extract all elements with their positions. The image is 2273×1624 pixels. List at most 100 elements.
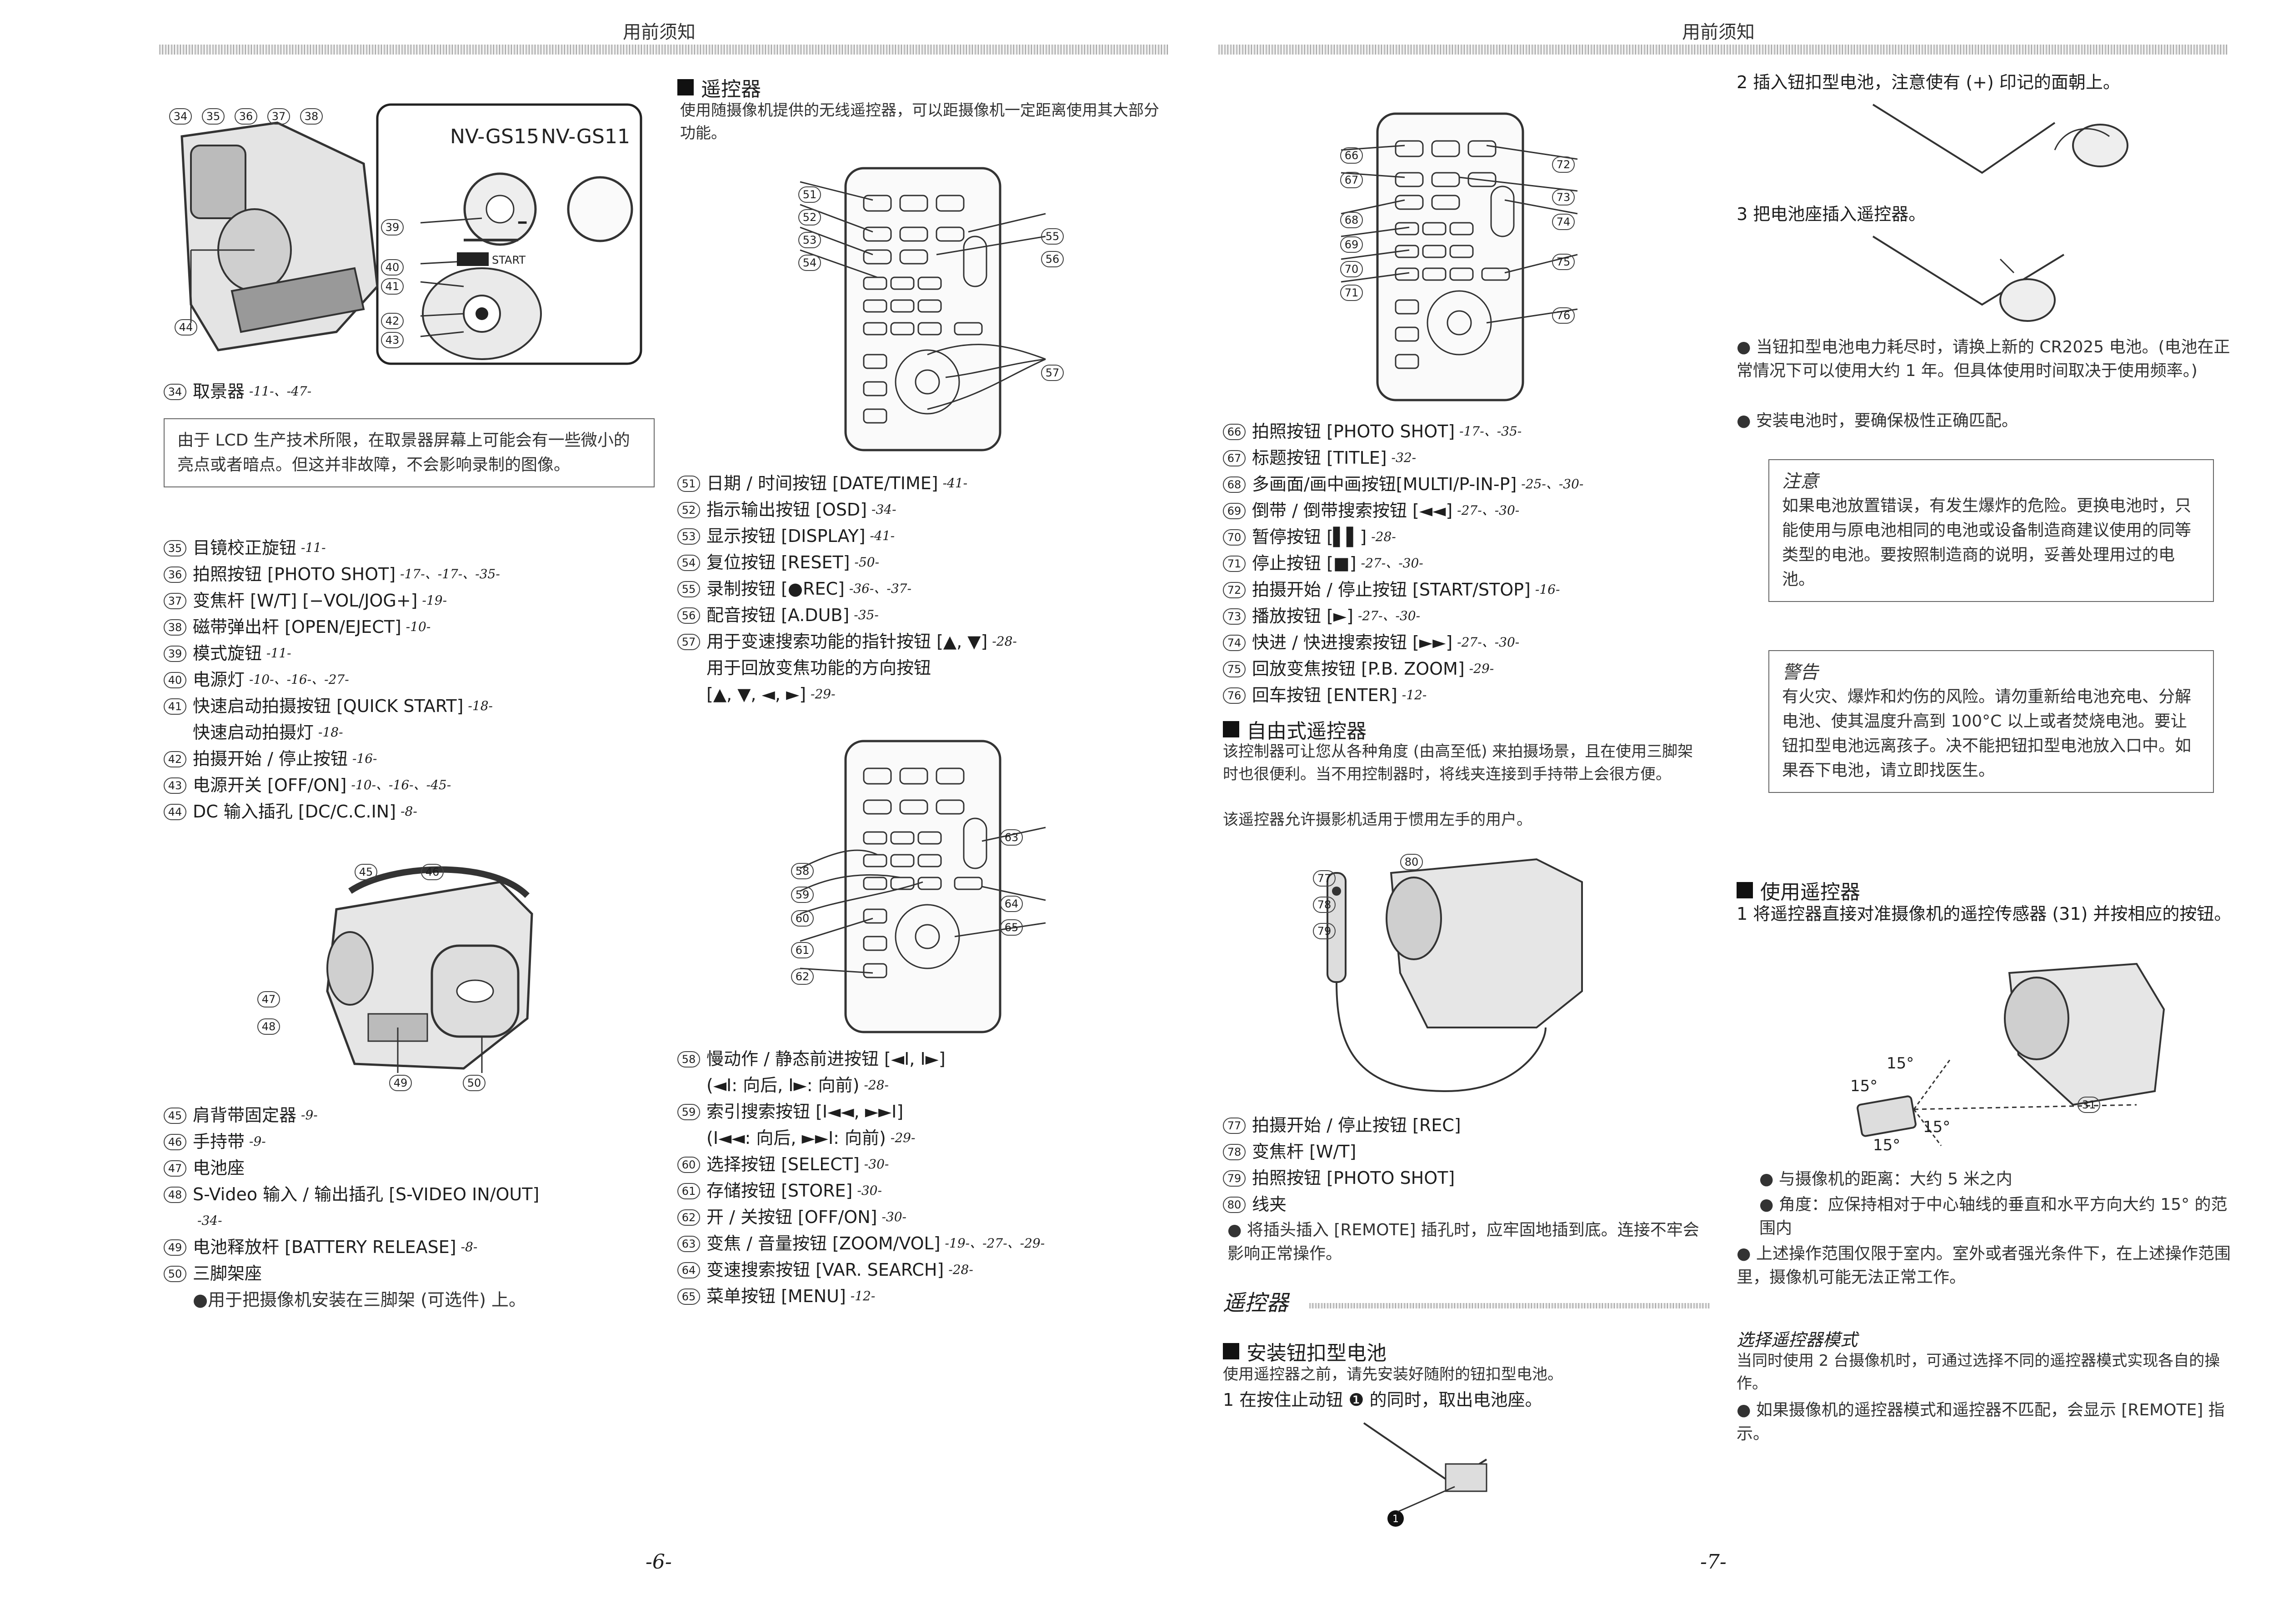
install-step-3: 3 把电池座插入遥控器。: [1737, 204, 1926, 224]
section-free-remote-title: 自由式遥控器: [1223, 715, 1367, 744]
angle-label: 15°: [1850, 1077, 1877, 1095]
callout: 67: [1340, 172, 1363, 188]
callout: 43: [381, 332, 404, 348]
section-remote-title: 遥控器: [677, 73, 761, 102]
list-item-sub: 快速启动拍摄灯-18-: [193, 722, 343, 742]
callout: 60: [791, 910, 814, 927]
camera-top-diagram: ━ NV-GS15 NV-GS11 START: [180, 103, 642, 365]
angle-label: 15°: [1923, 1118, 1950, 1136]
page-number-right: -7-: [1700, 1550, 1727, 1574]
callout: 51: [798, 186, 821, 203]
callout: 35: [202, 108, 225, 125]
warning-title: 警告: [1782, 662, 1818, 683]
callout: 72: [1552, 156, 1575, 173]
callout: 74: [1552, 214, 1575, 230]
list-item-sub: 用于回放变焦功能的方向按钮: [706, 658, 931, 678]
callout: 66: [1340, 147, 1363, 164]
callout: 48: [257, 1018, 280, 1035]
callout: 77: [1313, 870, 1336, 887]
callout: 59: [791, 887, 814, 903]
callout: 65: [1000, 919, 1023, 936]
free-remote-bullet: ● 将插头插入 [REMOTE] 插孔时，应牢固地插到底。连接不牢会影响正常操作…: [1227, 1221, 1699, 1263]
install-bullet-2: ● 安装电池时，要确保极性正确匹配。: [1737, 411, 2018, 430]
callout: 49: [389, 1075, 412, 1091]
remote-heading: 遥控器: [1223, 1290, 1289, 1316]
battery-insert-diagram: [1872, 104, 2128, 174]
callout: 47: [257, 991, 280, 1007]
callout: 38: [300, 108, 323, 125]
warning-box: 警告 有火灾、爆炸和灼伤的风险。请勿重新给电池充电、分解电池、使其温度升高到 1…: [1768, 650, 2214, 793]
header-bar-right: [1218, 45, 2228, 55]
callout: 62: [791, 968, 814, 985]
free-remote-para: 该控制器可让您从各种角度 (由高至低) 来拍摄场景，且在使用三脚架时也很便利。当…: [1223, 742, 1693, 783]
install-step-1: 1 在按住止动钮 ❶ 的同时，取出电池座。: [1223, 1390, 1542, 1410]
callout: 79: [1313, 923, 1336, 939]
install-step-2: 2 插入钮扣型电池，注意使有 (+) 印记的面朝上。: [1737, 72, 2120, 92]
callout: 44: [175, 319, 197, 336]
use-remote-bullet-outer: ● 上述操作范围仅限于室内。室外或者强光条件下，在上述操作范围里，摄像机可能无法…: [1737, 1244, 2231, 1287]
model-label-gs11: NV-GS11: [541, 125, 630, 148]
caution-text: 如果电池放置错误，有发生爆炸的危险。更换电池时，只能使用与原电池相同的电池或设备…: [1782, 496, 2192, 589]
page-number-left: -6-: [646, 1550, 672, 1574]
remote-diagram-2: [800, 740, 1046, 1033]
remote-mode-title: 选择遥控器模式: [1737, 1330, 1858, 1350]
free-remote-para2: 该遥控器允许摄影机适用于惯用左手的用户。: [1223, 811, 1532, 829]
callout: 55: [1041, 228, 1064, 245]
callouts-34-38: 34 35 36 37 38: [169, 103, 329, 125]
warning-text: 有火灾、爆炸和灼伤的风险。请勿重新给电池充电、分解电池、使其温度升高到 100°…: [1782, 687, 2192, 780]
angle-label: 15°: [1873, 1136, 1900, 1154]
callout: 73: [1552, 189, 1575, 206]
remote-diagram-3: [1341, 112, 1578, 401]
callout: 50: [463, 1075, 486, 1091]
callout: 54: [798, 255, 821, 271]
header-right: 用前须知: [1682, 22, 1755, 43]
list-item-sub: (I◄◄: 向后, ►►I: 向前)-29-: [706, 1128, 916, 1148]
callout: 68: [1340, 212, 1363, 228]
callout: 36: [235, 108, 257, 125]
callout: 76: [1552, 307, 1575, 324]
free-remote-diagram: [1327, 858, 1583, 1093]
callout: 71: [1340, 285, 1363, 301]
use-remote-bullet-1: ● 与摄像机的距离：大约 5 米之内: [1759, 1170, 2013, 1188]
callout: 75: [1552, 254, 1575, 270]
callout: 45: [355, 864, 377, 880]
callout: 42: [381, 313, 404, 329]
callout: 37: [267, 108, 290, 125]
callout: 57: [1041, 365, 1064, 381]
callout: 52: [798, 209, 821, 226]
